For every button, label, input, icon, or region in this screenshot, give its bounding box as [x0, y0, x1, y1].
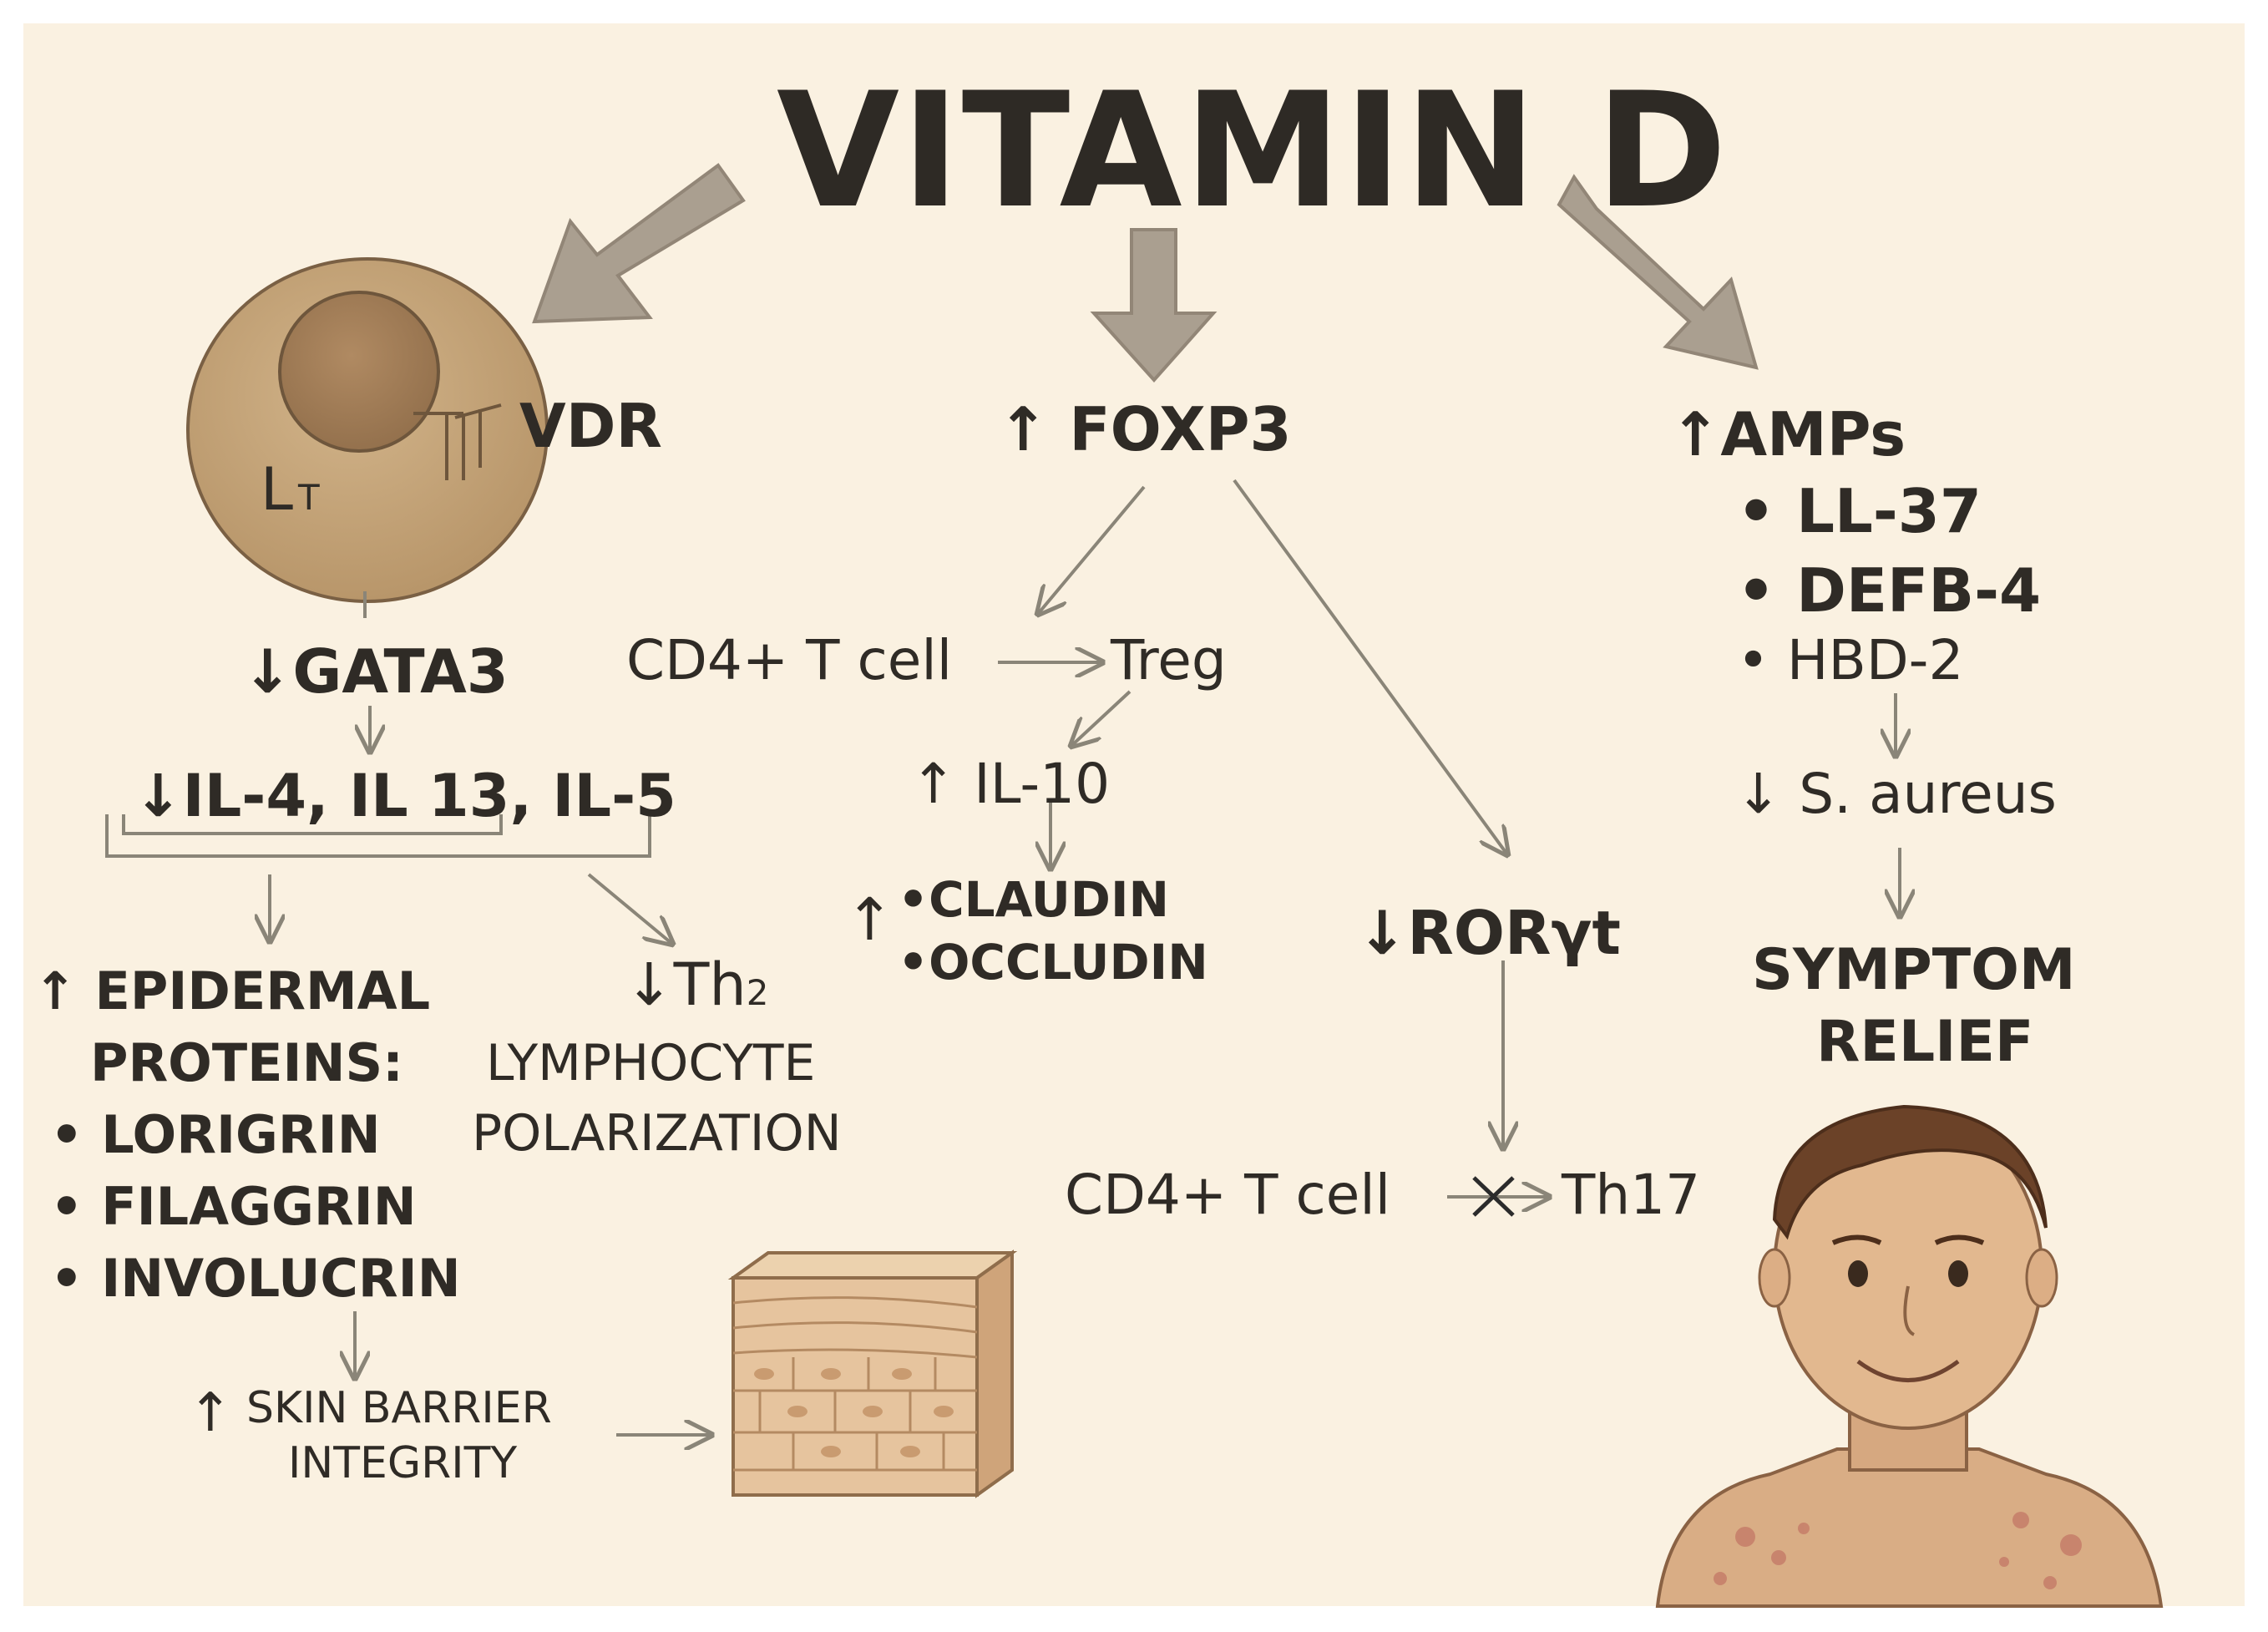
center-branch-lines [998, 479, 1549, 1197]
protein-item: • LORIGRIN [50, 1104, 381, 1165]
skin-block-icon [727, 1249, 1018, 1498]
big-arrow-right [1557, 174, 1759, 370]
protein-item: • FILAGGRIN [50, 1176, 417, 1237]
cd4-t-cell-label: CD4+ T cell [626, 628, 953, 692]
amps-label: ↑AMPs [1670, 399, 1906, 469]
amp-item: • DEFB-4 [1737, 555, 2042, 626]
amp-item: • HBD-2 [1737, 628, 1964, 692]
blocked-cross-icon [1472, 1176, 1515, 1217]
big-arrow-center [1090, 228, 1218, 383]
th17-label: Th17 [1562, 1163, 1701, 1227]
diagram-title: VITAMIN D [777, 58, 1729, 243]
big-arrow-left [532, 163, 746, 324]
smiling-person-icon [1655, 1104, 2164, 1608]
skin-barrier-label: SKIN BARRIER [246, 1383, 552, 1433]
barrier-arrow: ↑ [188, 1382, 233, 1444]
polarization-label: POLARIZATION [472, 1104, 842, 1163]
gata3-label: ↓GATA3 [242, 636, 509, 707]
s-aureus-label: ↓ S. aureus [1735, 762, 2057, 826]
right-branch-lines [1896, 693, 1900, 916]
tight-junction-arrow: ↑ [845, 885, 894, 954]
rorgt-label: ↓RORγt [1357, 898, 1621, 968]
lymphocyte-label: LYMPHOCYTE [486, 1034, 816, 1092]
epidermal-proteins-line2: PROTEINS: [90, 1032, 403, 1093]
occludin-label: •OCCLUDIN [898, 934, 1208, 991]
il10-label: ↑ IL-10 [910, 752, 1111, 816]
symptom-label: SYMPTOM [1752, 937, 2076, 1003]
treg-label: Treg [1111, 628, 1227, 692]
left-branch-lines [105, 706, 711, 1435]
amp-item: • LL-37 [1737, 476, 1982, 546]
relief-label: RELIEF [1816, 1009, 2034, 1075]
protein-item: • INVOLUCRIN [50, 1248, 461, 1309]
epidermal-proteins-line1: ↑ EPIDERMAL [33, 960, 431, 1021]
cytokines-label: ↓IL-4, IL 13, IL-5 [134, 762, 676, 830]
vdr-label: VDR [519, 391, 662, 461]
th2-label: ↓Th2 [625, 950, 769, 1019]
foxp3-label: ↑ FOXP3 [998, 394, 1292, 464]
t-lymphocyte-cell-icon [186, 257, 549, 618]
claudin-label: •CLAUDIN [898, 871, 1170, 928]
cd4-t-cell-th17-source: CD4+ T cell [1065, 1163, 1391, 1227]
integrity-label: INTEGRITY [288, 1438, 518, 1488]
